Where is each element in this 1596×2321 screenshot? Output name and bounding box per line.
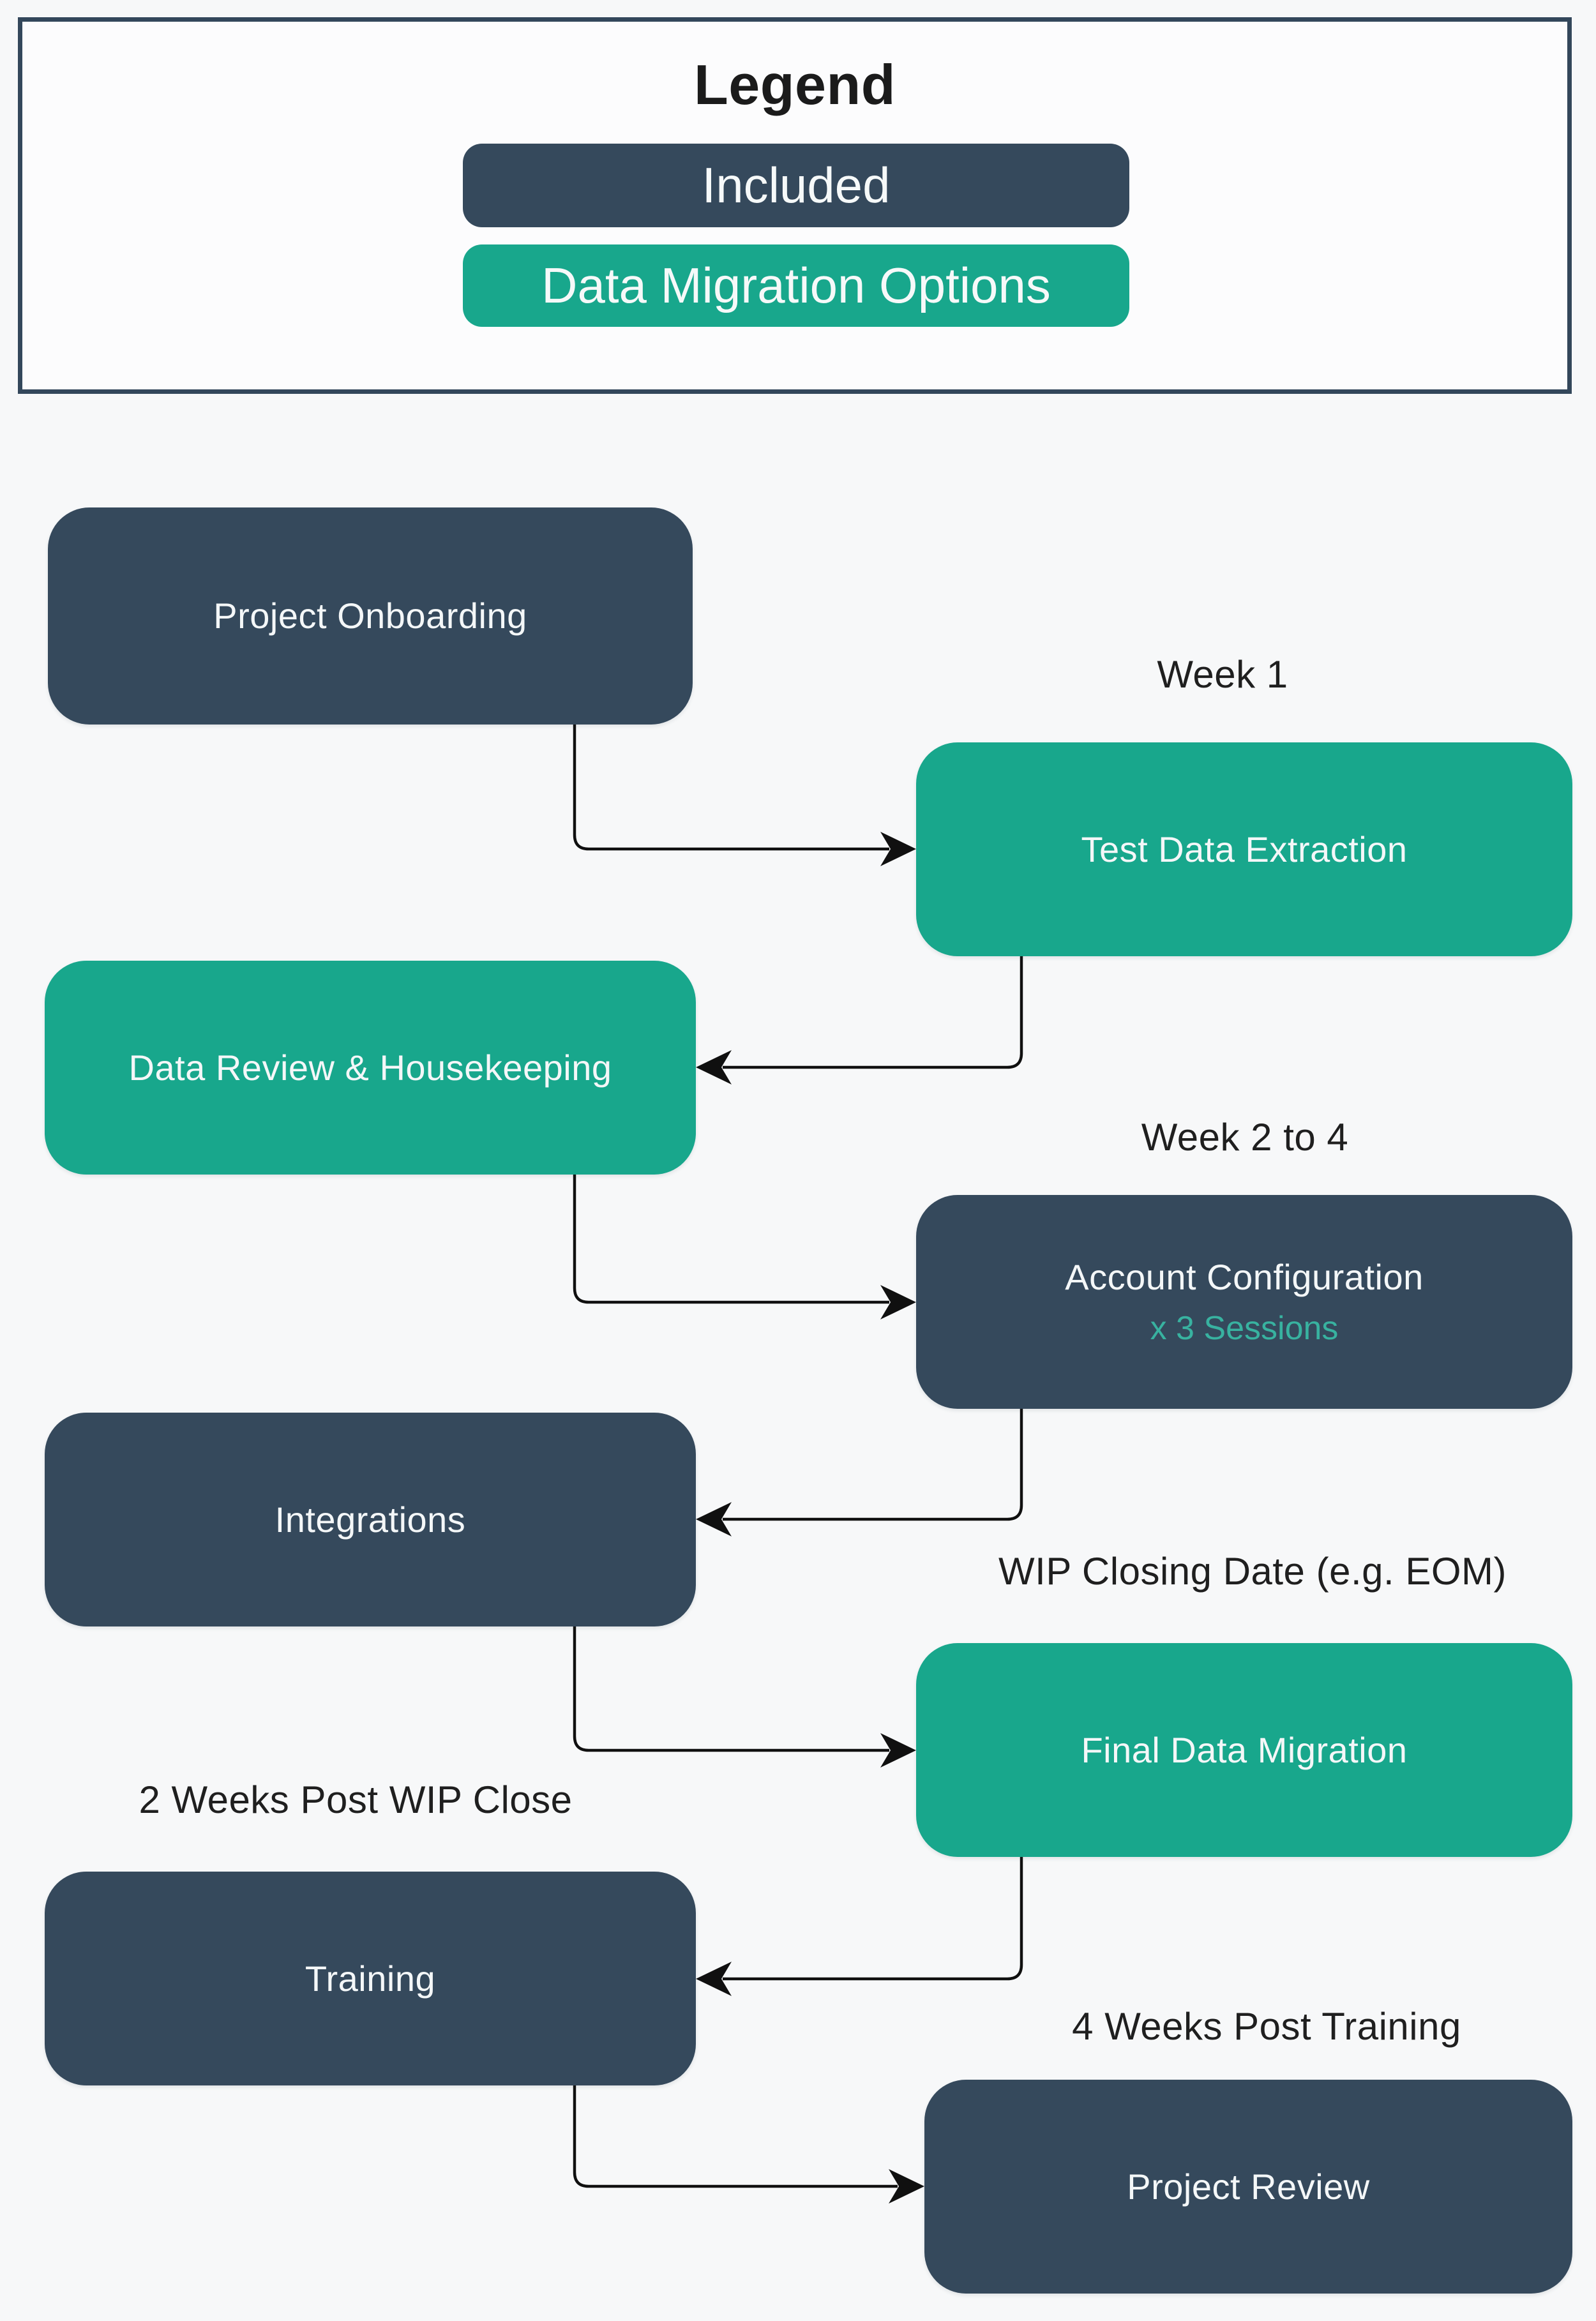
flow-node-project-onboarding: Project Onboarding bbox=[48, 507, 693, 725]
connector-final-migration-to-training bbox=[696, 1857, 1023, 1996]
flow-node-sublabel-sessions: x 3 Sessions bbox=[1150, 1310, 1339, 1348]
legend-title: Legend bbox=[694, 53, 896, 116]
milestone-label-week-1: Week 1 bbox=[1157, 653, 1288, 696]
flow-node-training: Training bbox=[45, 1872, 696, 2085]
milestone-label-2-weeks-post-wip: 2 Weeks Post WIP Close bbox=[139, 1778, 573, 1821]
connector-integrations-to-final-migration bbox=[573, 1626, 916, 1768]
legend-item-label: Included bbox=[702, 157, 891, 213]
milestone-label-week-2-to-4: Week 2 to 4 bbox=[1141, 1116, 1349, 1159]
flow-node-label: Project Onboarding bbox=[213, 596, 527, 636]
flow-node-label: Final Data Migration bbox=[1081, 1729, 1408, 1770]
legend-panel: Legend Included Data Migration Options bbox=[18, 17, 1572, 394]
flow-node-label: Training bbox=[305, 1958, 436, 1999]
connector-data-review-to-account-config bbox=[573, 1175, 916, 1319]
flow-node-integrations: Integrations bbox=[45, 1413, 696, 1626]
flow-node-account-configuration: Account Configuration x 3 Sessions bbox=[916, 1195, 1572, 1409]
flow-node-label: Integrations bbox=[275, 1499, 466, 1540]
flow-node-label: Account Configuration bbox=[1065, 1257, 1424, 1298]
connector-onboarding-to-test-extraction bbox=[573, 725, 916, 866]
connector-training-to-project-review bbox=[573, 2085, 924, 2204]
flow-node-label: Data Review & Housekeeping bbox=[128, 1047, 612, 1088]
legend-item-data-migration-options: Data Migration Options bbox=[463, 244, 1129, 327]
flow-node-final-data-migration: Final Data Migration bbox=[916, 1643, 1572, 1857]
legend-item-included: Included bbox=[463, 144, 1129, 227]
legend-item-label: Data Migration Options bbox=[541, 257, 1051, 313]
flow-node-label: Test Data Extraction bbox=[1081, 829, 1408, 869]
flow-node-data-review-housekeeping: Data Review & Housekeeping bbox=[45, 961, 696, 1175]
flow-node-label: Project Review bbox=[1127, 2166, 1370, 2207]
milestone-label-4-weeks-post-training: 4 Weeks Post Training bbox=[1072, 2005, 1461, 2048]
flow-node-project-review: Project Review bbox=[924, 2080, 1572, 2294]
flow-node-test-data-extraction: Test Data Extraction bbox=[916, 742, 1572, 956]
connector-account-config-to-integrations bbox=[696, 1409, 1023, 1536]
milestone-label-wip-closing-date: WIP Closing Date (e.g. EOM) bbox=[998, 1550, 1507, 1593]
connector-test-extraction-to-data-review bbox=[696, 956, 1023, 1085]
